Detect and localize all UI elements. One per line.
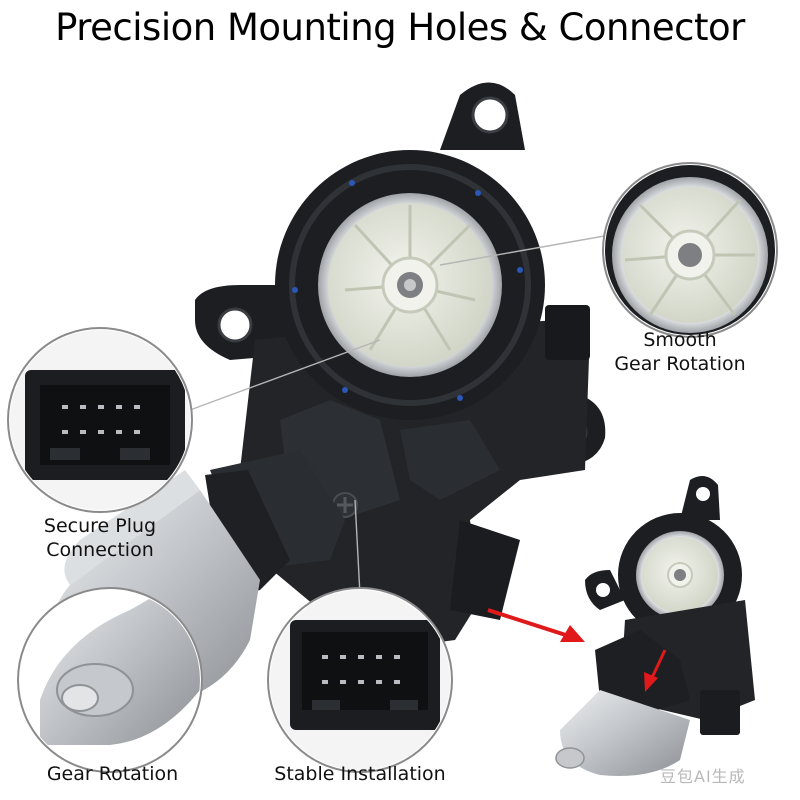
caption-line: Secure Plug [43, 515, 157, 537]
caption-line: Smooth [643, 329, 717, 351]
caption-gear-rotation: Gear Rotation [46, 763, 179, 785]
watermark: 豆包AI生成 [660, 767, 746, 786]
installed-motor-thumbnail [555, 476, 755, 776]
caption-line: Connection [46, 539, 154, 561]
caption-secure-plug-connection: Secure Plug Connection [10, 514, 190, 562]
leader-lines [189, 234, 611, 596]
caption-stable-installation: Stable Installation [274, 763, 446, 785]
caption-line: Gear Rotation [614, 353, 746, 375]
mounting-hole-top-icon [440, 82, 525, 150]
caption-smooth-gear-rotation: Smooth Gear Rotation [560, 328, 800, 376]
stable-installation-closeup-icon [267, 587, 453, 773]
main-motor [52, 82, 606, 705]
gear-closeup-icon [602, 162, 778, 338]
headline: Precision Mounting Holes & Connector [55, 6, 745, 49]
motor-shaft-closeup-icon [17, 587, 203, 773]
connector-closeup-icon [7, 327, 193, 513]
red-arrow-icon [487, 608, 667, 692]
